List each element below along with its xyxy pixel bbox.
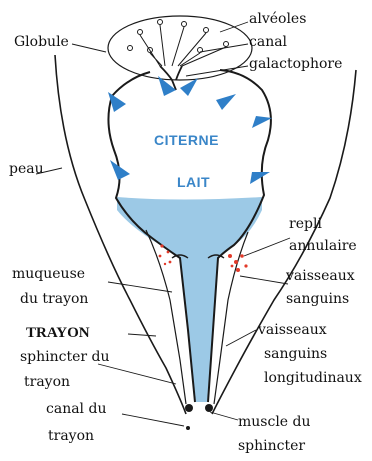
label-peau: peau xyxy=(9,161,44,177)
label-trayon-sphincter: trayon xyxy=(24,374,70,390)
label-sphincter: sphincter xyxy=(238,438,305,454)
label-du-trayon-mucosa: du trayon xyxy=(20,291,88,307)
sphincter-right xyxy=(205,404,213,412)
label-canal: canal xyxy=(249,34,287,50)
label-muscle-du: muscle du xyxy=(238,414,311,430)
label-sanguins-2: sanguins xyxy=(264,346,327,362)
label-vaisseaux-1: vaisseaux xyxy=(286,268,355,284)
label-trayon: TRAYON xyxy=(26,325,90,341)
label-sanguins-1: sanguins xyxy=(286,291,349,307)
label-trayon-canal: trayon xyxy=(48,428,94,444)
sphincter-left xyxy=(185,404,193,412)
label-canal-du: canal du xyxy=(46,401,106,417)
label-alveoles: alvéoles xyxy=(249,11,306,27)
label-vaisseaux-2: vaisseaux xyxy=(258,322,327,338)
flow-arrows xyxy=(108,76,272,184)
label-sphincter-du: sphincter du xyxy=(20,349,110,365)
label-globule: Globule xyxy=(14,34,69,50)
teat-tip xyxy=(186,426,190,430)
label-longitudinaux: longitudinaux xyxy=(264,370,362,386)
label-annulaire: annulaire xyxy=(289,238,357,254)
label-citerne: CITERNE xyxy=(154,132,219,148)
alveoli xyxy=(128,20,229,67)
label-galactophore: galactophore xyxy=(249,56,342,72)
label-repli: repli xyxy=(289,216,322,232)
label-muqueuse: muqueuse xyxy=(12,266,85,282)
label-lait: LAIT xyxy=(177,174,210,190)
